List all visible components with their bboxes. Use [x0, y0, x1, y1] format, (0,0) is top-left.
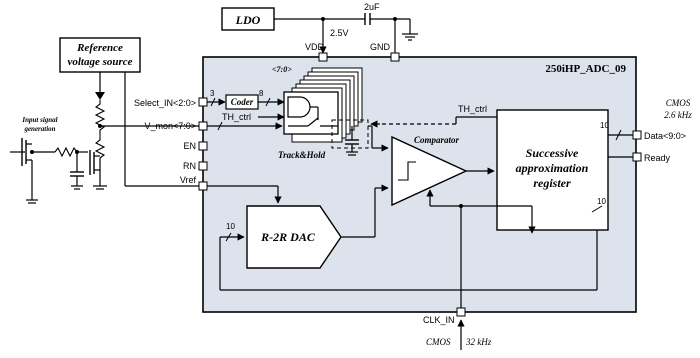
- dac-label: R-2R DAC: [260, 230, 316, 244]
- supply-voltage: 2.5V: [330, 28, 349, 38]
- ready-pin: [632, 152, 642, 162]
- input-gen-label-2: generation: [23, 125, 55, 133]
- sar-label-2: approximation: [516, 161, 589, 175]
- cmos-clk-label-2: 32 kHz: [465, 337, 492, 347]
- bus-3-label: 3: [210, 89, 215, 98]
- cap-value: 2uF: [364, 2, 380, 12]
- clk-in-pin: [456, 307, 466, 317]
- coder-label: Coder: [231, 97, 254, 107]
- track-hold-label: Track&Hold: [278, 150, 326, 160]
- vref-label: Vref: [180, 175, 197, 185]
- divider-resistor: [94, 100, 106, 134]
- comparator-symbol: [398, 161, 416, 181]
- and-gate: [287, 96, 311, 118]
- vref-pin: [198, 181, 208, 191]
- switch-array-stack: [283, 67, 363, 143]
- reference-label-2: voltage source: [67, 56, 132, 68]
- gnd-pin: [390, 52, 400, 62]
- data-pin: [632, 130, 642, 140]
- en-pin: [198, 141, 208, 151]
- en-label: EN: [183, 141, 196, 151]
- sar-label-3: register: [533, 176, 571, 190]
- comparator: [391, 135, 468, 207]
- clk-in-label: CLK_IN: [423, 315, 455, 325]
- bus-8-label: 8: [259, 89, 264, 98]
- rn-pin: [198, 161, 208, 171]
- v-mon-pin: [198, 121, 208, 131]
- sar-block: [496, 109, 609, 231]
- v-mon-label: V_mon<7:0>: [144, 121, 196, 131]
- bus-10-sar-label: 10: [597, 197, 606, 206]
- th-ctrl-sar-label: TH_ctrl: [458, 104, 487, 114]
- gnd-label: GND: [370, 42, 391, 52]
- track-switch: [307, 117, 319, 127]
- r2r-dac: [246, 205, 342, 269]
- sar-label-1: Successive: [526, 146, 579, 160]
- vdd-pin: [318, 52, 328, 62]
- cmos-clk-label-1: CMOS: [426, 337, 451, 347]
- select-in-pin: [198, 97, 208, 107]
- cmos-out-label-1: CMOS: [666, 98, 691, 108]
- select-in-label: Select_IN<2:0>: [134, 98, 196, 108]
- bus-10-data-label: 10: [600, 121, 609, 130]
- comparator-label: Comparator: [414, 135, 460, 145]
- cmos-out-label-2: 2.6 kHz: [664, 110, 692, 120]
- rn-label: RN: [183, 161, 196, 171]
- track-hold-region: [331, 119, 369, 149]
- bus-10-dac-label: 10: [226, 222, 235, 231]
- ready-label: Ready: [644, 153, 671, 163]
- input-resistor: [54, 146, 78, 158]
- vdd-label: VDD: [305, 42, 325, 52]
- input-gen-label-1: Input signal: [21, 116, 57, 124]
- data-label: Data<9:0>: [644, 131, 686, 141]
- ldo-label: LDO: [235, 13, 261, 27]
- stack-bus-label: <7:0>: [272, 65, 292, 74]
- chip-title: 250iHP_ADC_09: [545, 63, 626, 75]
- reference-label-1: Reference: [76, 42, 123, 54]
- th-ctrl-input-label: TH_ctrl: [222, 112, 251, 122]
